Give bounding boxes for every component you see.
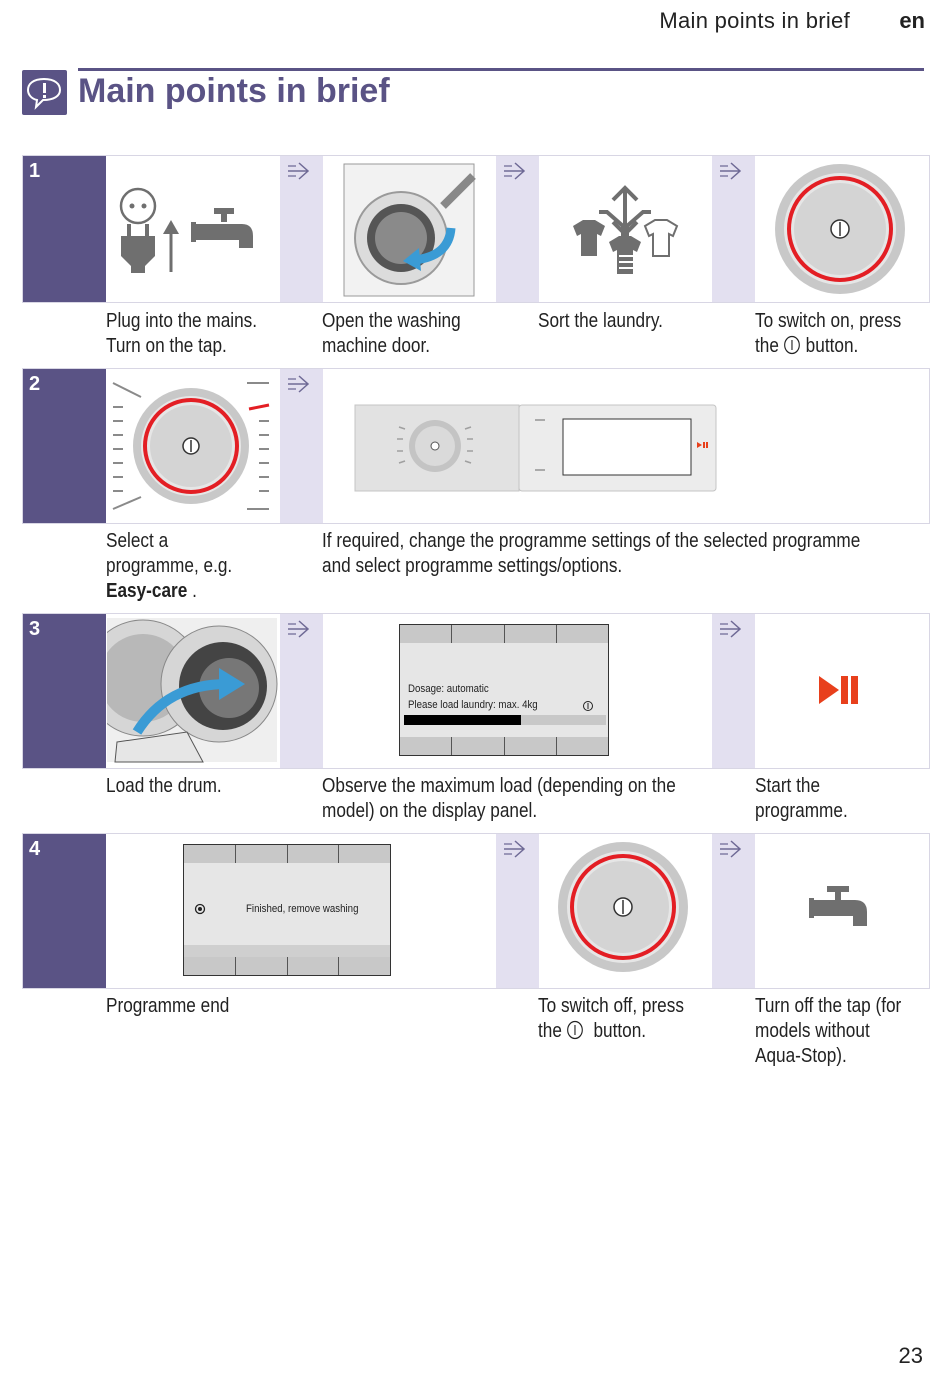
caption-line: To switch off, press <box>538 995 684 1017</box>
load-progress-bar <box>404 715 606 725</box>
step-number: 4 <box>23 834 106 988</box>
display-line-load: Please load laundry: max. 4kg <box>408 699 538 711</box>
display-line-finished: Finished, remove washing <box>246 903 359 915</box>
step-flow-arrow-icon <box>712 834 755 988</box>
display-power-icon <box>583 701 593 711</box>
programme-selector-illustration <box>107 369 280 523</box>
caption-programme-end: Programme end <box>106 995 230 1017</box>
caption-switch-on: To switch on, press the button. <box>755 309 901 359</box>
step-flow-arrow-icon <box>496 834 539 988</box>
caption-line: button. <box>593 1020 647 1042</box>
caption-line: Turn on the tap. <box>106 335 227 357</box>
step-number: 2 <box>23 369 106 523</box>
caption-line: programme, e.g. <box>106 555 233 577</box>
step-3: 3 Dosage: automatic Please load laundry:… <box>22 613 930 769</box>
caption-line: button. <box>805 335 859 357</box>
caption-line: models without <box>755 1020 870 1042</box>
water-tap-icon <box>809 886 867 926</box>
caption-line: Plug into the mains. <box>106 310 258 332</box>
caption-mains: Plug into the mains. Turn on the tap. <box>106 309 257 359</box>
caption-line: To switch on, press <box>755 310 902 332</box>
display-top-buttons <box>184 845 390 863</box>
display-top-buttons <box>400 625 608 643</box>
caption-switch-off: To switch off, press the button. <box>538 994 684 1044</box>
display-frame: Dosage: automatic Please load laundry: m… <box>399 624 609 756</box>
display-strip <box>184 945 390 957</box>
mains-and-tap-illustration <box>107 156 280 302</box>
display-bottom-buttons <box>400 737 608 755</box>
power-button-icon <box>567 1020 584 1040</box>
info-speech-bubble-icon <box>22 70 67 115</box>
caption-line: Start the <box>755 775 821 797</box>
caption-start: Start the programme. <box>755 774 848 824</box>
step-2: 2 <box>22 368 930 524</box>
caption-line: Aqua-Stop). <box>755 1045 847 1067</box>
caption-line: Observe the maximum load (depending on t… <box>322 775 676 797</box>
step-flow-arrow-icon <box>280 614 323 768</box>
caption-programme-settings: If required, change the programme settin… <box>322 529 860 579</box>
step-number: 1 <box>23 156 106 302</box>
caption-line: the <box>755 335 779 357</box>
step-1: 1 <box>22 155 930 303</box>
sort-laundry-illustration <box>539 156 712 302</box>
chapter-title: Main points in brief <box>78 72 390 110</box>
caption-select-programme: Select a programme, e.g. Easy-care . <box>106 529 232 604</box>
display-frame: Finished, remove washing <box>183 844 391 976</box>
caption-line: Open the washing <box>322 310 461 332</box>
programme-dial-illustration <box>539 834 712 988</box>
display-line-dosage: Dosage: automatic <box>408 683 489 695</box>
finished-display-panel: Finished, remove washing <box>107 834 496 988</box>
display-status-icon <box>194 903 206 915</box>
caption-line: and select programme settings/options. <box>322 555 623 577</box>
caption-line: . <box>192 580 197 602</box>
caption-line: machine door. <box>322 335 431 357</box>
caption-line: Turn off the tap (for <box>755 995 902 1017</box>
power-button-icon <box>784 335 801 355</box>
language-code: en <box>899 8 925 33</box>
caption-line: Select a <box>106 530 169 552</box>
caption-max-load: Observe the maximum load (depending on t… <box>322 774 676 824</box>
control-panel-illustration <box>323 369 930 523</box>
load-display-panel: Dosage: automatic Please load laundry: m… <box>323 614 712 768</box>
heading-rule <box>78 68 924 71</box>
step-flow-arrow-icon <box>280 156 323 302</box>
caption-line: the <box>538 1020 562 1042</box>
start-pause-icon <box>819 676 858 704</box>
load-progress-fill <box>404 715 522 725</box>
caption-line: If required, change the programme settin… <box>322 530 861 552</box>
step-4: 4 Finished, remove washing <box>22 833 930 989</box>
start-button-illustration <box>755 614 930 768</box>
caption-open-door: Open the washing machine door. <box>322 309 461 359</box>
tap-off-illustration <box>755 834 930 988</box>
step-flow-arrow-icon <box>712 156 755 302</box>
caption-line: programme. <box>755 800 848 822</box>
running-head-title: Main points in brief <box>659 8 850 33</box>
washing-machine-door-illustration <box>323 156 496 302</box>
step-number: 3 <box>23 614 106 768</box>
step-flow-arrow-icon <box>280 369 323 523</box>
load-drum-illustration <box>107 614 280 768</box>
programme-name: Easy-care <box>106 580 188 602</box>
caption-load-drum: Load the drum. <box>106 775 222 797</box>
caption-line: model) on the display panel. <box>322 800 538 822</box>
step-flow-arrow-icon <box>496 156 539 302</box>
caption-sort-laundry: Sort the laundry. <box>538 310 663 332</box>
display-bottom-buttons <box>184 957 390 975</box>
page-number: 23 <box>898 1343 923 1368</box>
programme-dial-illustration <box>755 156 930 302</box>
step-flow-arrow-icon <box>712 614 755 768</box>
